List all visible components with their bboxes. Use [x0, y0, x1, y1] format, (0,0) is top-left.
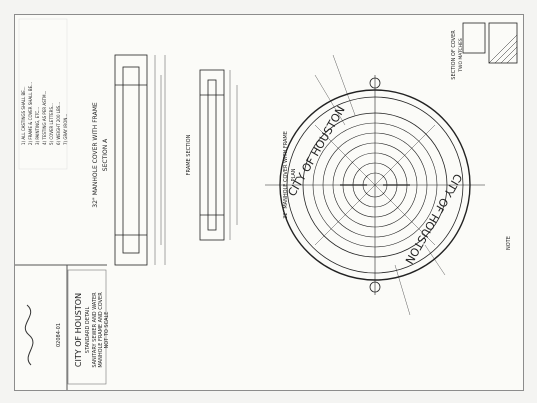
- title-line-1: SANITARY SEWER AND WATER: [92, 292, 98, 368]
- title-city: CITY OF HOUSTON: [74, 293, 83, 367]
- frame-section-label: FRAME SECTION: [186, 134, 192, 175]
- note-5: 5) COVER LETTERS...: [49, 103, 54, 145]
- cover-plan-view: [265, 75, 485, 295]
- section-a-label: SECTION A: [102, 138, 109, 171]
- leader-lines: [314, 54, 446, 316]
- note-label: NOTE: [506, 236, 512, 250]
- title-subtitle: STANDARD DETAIL: [85, 307, 91, 354]
- cover-text-top: CITY OF HOUSTON: [285, 104, 347, 199]
- section-of-cover-detail: [462, 22, 518, 64]
- note-2: 2) FRAME & COVER SHALL BE...: [28, 82, 33, 145]
- signature-mark: [24, 304, 34, 366]
- section-of-cover-label: SECTION OF COVER: [451, 30, 457, 80]
- note-4: 4) TESTING AS PER ASTM...: [42, 91, 47, 145]
- plan-label: PLAN: [291, 168, 297, 181]
- note-6: 6) WEIGHT 200 LBS...: [56, 102, 61, 145]
- plan-title: 32" MANHOLE COVER WITH FRAME: [283, 131, 289, 219]
- note-7: 7) GRAY IRON...: [63, 114, 68, 145]
- title-line-3: NOT TO SCALE: [104, 312, 110, 349]
- notes-column: 1) ALL CASTINGS SHALL BE... 2) FRAME & C…: [18, 18, 68, 170]
- two-matches-label: TWO MATCHES: [458, 38, 464, 73]
- note-1: 1) ALL CASTINGS SHALL BE...: [21, 86, 26, 145]
- drawing-sheet: CITY OF HOUSTON STANDARD DETAIL SANITARY…: [14, 14, 524, 391]
- dwg-number: 02084-01: [56, 323, 62, 347]
- drawing-canvas: CITY OF HOUSTON STANDARD DETAIL SANITARY…: [15, 18, 518, 390]
- section-a-drawing: [114, 54, 166, 266]
- title-line-2: MANHOLE FRAME AND COVER: [98, 292, 104, 368]
- manhole-cover-with-frame-label: 32" MANHOLE COVER WITH FRAME: [92, 102, 99, 208]
- title-block: CITY OF HOUSTON STANDARD DETAIL SANITARY…: [15, 264, 110, 390]
- frame-section-drawing: [199, 69, 238, 241]
- cover-text-bottom: CITY OF HOUSTON: [402, 171, 464, 266]
- note-3: 3) PAINTING, ETC...: [35, 107, 40, 145]
